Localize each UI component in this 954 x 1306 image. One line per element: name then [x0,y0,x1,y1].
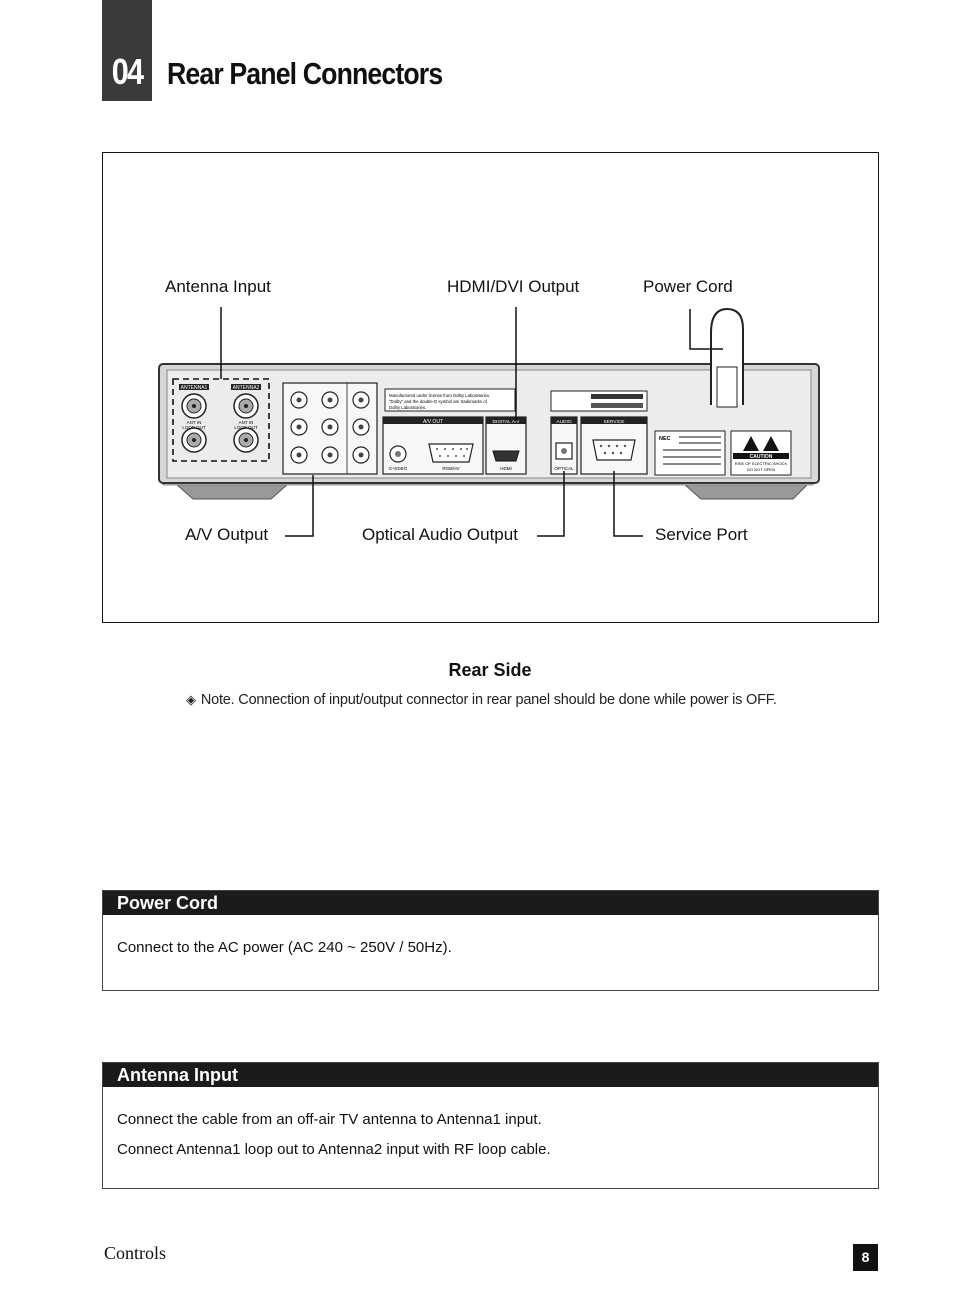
av-out-label: A/V OUT [423,419,443,425]
page-number: 8 [853,1244,878,1271]
service-connector [592,439,636,461]
risk-label: RISK OF ELECTRIC SHOCK [735,461,788,466]
antenna1-loop-connector [181,427,207,453]
note: ◈ Note. Connection of input/output conne… [186,692,777,708]
diamond-bullet-icon: ◈ [186,692,196,707]
s-video-label: S-VIDEO [389,466,408,471]
callout-leader-lines [220,307,723,537]
dolby-note-line2: "Dolby" and the double-D symbol are trad… [389,399,488,404]
hdmi-connector [492,450,520,462]
digital-av-label: DIGITAL A/V [493,419,521,425]
antenna1-in-connector [181,393,207,419]
ant-in-label-2: ANT IN [239,420,254,425]
callout-service-port: Service Port [655,525,748,544]
antenna2-label: ANTENNA2 [233,385,260,391]
antenna2-in-connector [233,393,259,419]
section-antenna-input: Antenna Input Connect the cable from an … [102,1062,879,1189]
note-text: Note. Connection of input/output connect… [200,692,777,708]
antenna2-loop-connector [233,427,259,453]
section-title: Power Cord [103,891,878,915]
section-title: Antenna Input [103,1063,878,1087]
callout-power-cord: Power Cord [643,277,733,296]
chapter-number: 04 [111,51,144,92]
callout-optical-audio-output: Optical Audio Output [362,525,518,544]
dolby-note-line3: Dolby Laboratories. [389,405,426,410]
caution-label: CAUTION [750,454,773,460]
ant-in-label-1: ANT IN [187,420,202,425]
antenna1-label: ANTENNA1 [181,385,208,391]
loop-out-label-1: LOOP OUT [182,425,205,430]
optical-label: OPTICAL [554,466,574,471]
hdmi-label: HDMI [500,466,512,471]
section-power-cord: Power Cord Connect to the AC power (AC 2… [102,890,879,991]
page-title: Rear Panel Connectors [167,56,443,91]
section-text: Connect the cable from an off-air TV ant… [117,1111,542,1128]
section-text: Connect to the AC power (AC 240 ~ 250V /… [117,939,452,956]
loop-out-label-2: LOOP OUT [234,425,257,430]
section-text: Connect Antenna1 loop out to Antenna2 in… [117,1141,551,1158]
audio-label: AUDIO [556,419,571,425]
rear-panel-diagram: ANTENNA1 ANTENNA2 ANT IN LOOP OUT ANT IN… [102,152,879,623]
rear-panel-illustration: ANTENNA1 ANTENNA2 ANT IN LOOP OUT ANT IN… [158,307,820,537]
brand-label: NEC [659,436,671,442]
do-not-open-label: DO NOT OPEN [747,467,775,472]
diagram-caption: Rear Side [448,660,532,680]
service-label: SERVICE [604,419,625,425]
callout-av-output: A/V Output [185,525,269,544]
rgb-connector [428,443,474,463]
callout-hdmi-dvi-output: HDMI/DVI Output [447,277,580,296]
rgb-label: RGB/HV [442,466,459,471]
callout-antenna-input: Antenna Input [165,277,271,296]
dolby-note-line1: Manufactured under license from Dolby La… [389,393,490,398]
footer-label: Controls [104,1243,167,1263]
chapter-number-tab: 04 [102,0,152,101]
